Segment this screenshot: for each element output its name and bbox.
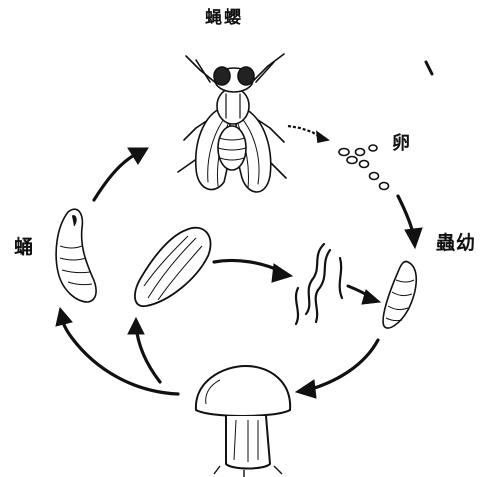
label-adult-fly: 蝇蠳: [205, 10, 243, 27]
ink-mark: [426, 62, 432, 74]
pupa-illustration: [56, 209, 96, 302]
arrow-matter-to-larvae: [214, 260, 282, 272]
cycle-arrows: [56, 148, 422, 398]
decaying-matter-illustration: [135, 228, 211, 306]
label-egg: 卵: [392, 135, 410, 153]
label-pupa: 蛹: [14, 238, 33, 257]
young-larvae-illustration: [296, 244, 342, 324]
arrow-pupa-to-adult: [94, 154, 136, 200]
label-larva: 蟲幼: [436, 234, 476, 253]
eggs-illustration: [288, 126, 389, 190]
larva-illustration: [383, 261, 416, 328]
arrow-larva-to-mushroom: [308, 340, 378, 390]
mushroom-illustration: [196, 366, 290, 477]
adult-fly-illustration: [178, 54, 286, 192]
